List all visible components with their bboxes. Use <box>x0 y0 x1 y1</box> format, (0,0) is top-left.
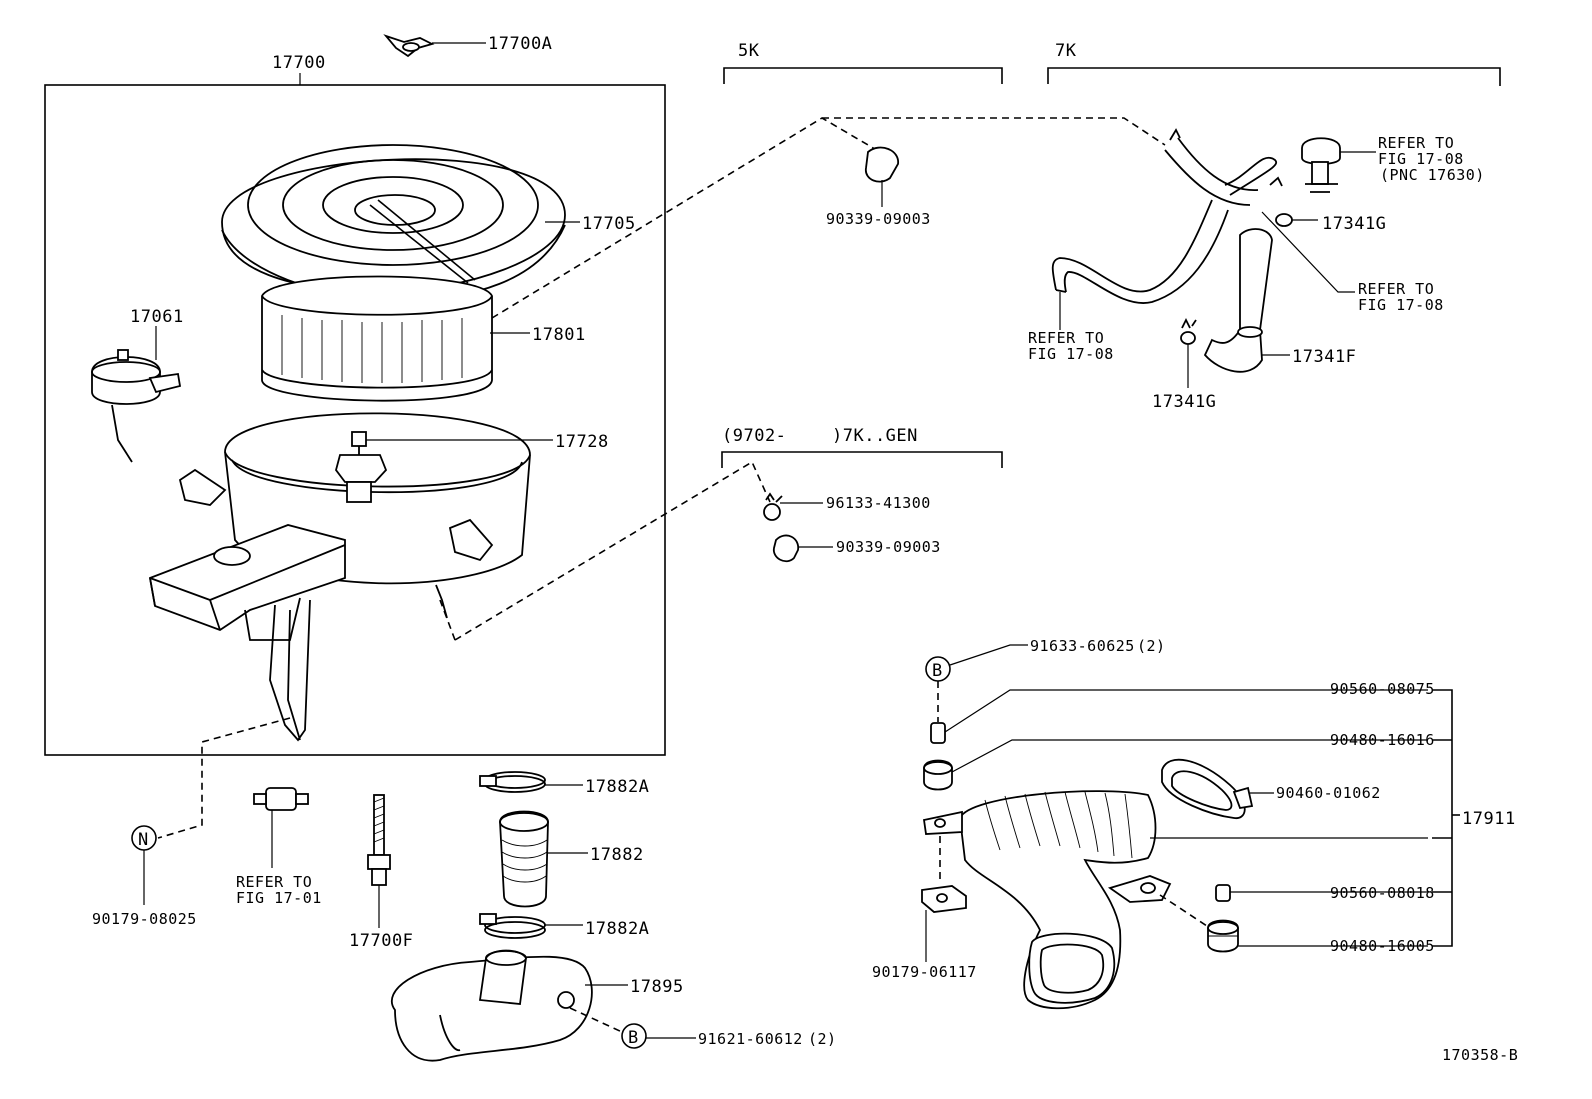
part-17882A-clamp-bottom <box>479 913 546 939</box>
part-90560-08075-collar <box>930 722 946 744</box>
label-96133-41300: 96133-41300 <box>826 494 931 512</box>
label-90560-08075: 90560-08075 <box>1330 680 1435 698</box>
label-90339-09003-mid: 90339-09003 <box>836 538 941 556</box>
label-90179-06117: 90179-06117 <box>872 963 977 981</box>
label-17700A: 17700A <box>488 34 552 54</box>
part-air-cleaner-case <box>148 412 531 742</box>
label-91621-60612-qty: (2) <box>808 1030 837 1048</box>
label-17341G-top: 17341G <box>1322 214 1386 234</box>
label-refer-0101-1: REFER TO <box>236 873 312 891</box>
part-17705-air-cleaner-cap <box>221 144 566 301</box>
part-pnc-17630-valve <box>1301 137 1341 193</box>
circle-B-lower <box>621 1023 647 1049</box>
part-17061-vacuum-motor <box>91 349 182 463</box>
label-17705: 17705 <box>582 214 636 234</box>
label-group-5K: 5K <box>738 41 760 61</box>
part-7K-vacuum-hoses <box>1051 128 1283 373</box>
label-17882A-top: 17882A <box>585 777 649 797</box>
label-17911: 17911 <box>1462 809 1516 829</box>
label-17341G-bottom: 17341G <box>1152 392 1216 412</box>
label-90339-09003-top: 90339-09003 <box>826 210 931 228</box>
label-circle-B-lower: B <box>628 1028 639 1048</box>
assembly-frame-17700 <box>44 84 666 756</box>
label-17700F: 17700F <box>349 931 413 951</box>
label-90460-01062: 90460-01062 <box>1276 784 1381 802</box>
figure-number: 170358-B <box>1442 1046 1518 1064</box>
part-90460-01062-gasket <box>1161 758 1254 819</box>
part-17700A-wing-nut <box>383 34 435 58</box>
label-refer-pnc-2: FIG 17-08 <box>1378 150 1464 168</box>
label-group-9702-a: (9702- <box>722 426 786 446</box>
label-refer-left-2: FIG 17-08 <box>1028 345 1114 363</box>
label-90480-16005: 90480-16005 <box>1330 937 1435 955</box>
label-group-9702-b: )7K..GEN <box>832 426 918 446</box>
part-refer-fig-17-01-fitting <box>253 787 309 811</box>
part-17882-hose <box>499 810 549 908</box>
part-90339-09003-cap-top <box>865 146 899 183</box>
part-90339-09003-cap-mid <box>773 534 799 563</box>
label-90560-08018: 90560-08018 <box>1330 884 1435 902</box>
part-17882A-clamp-top <box>479 771 546 793</box>
label-refer-pnc-1: REFER TO <box>1378 134 1454 152</box>
part-17895-resonator <box>390 949 593 1062</box>
label-refer-mid-2: FIG 17-08 <box>1358 296 1444 314</box>
part-90560-08018-collar <box>1215 884 1231 902</box>
label-refer-left-1: REFER TO <box>1028 329 1104 347</box>
label-17728: 17728 <box>555 432 609 452</box>
part-17728-valve <box>335 431 388 503</box>
label-17801: 17801 <box>532 325 586 345</box>
label-90179-08025: 90179-08025 <box>92 910 197 928</box>
label-17895: 17895 <box>630 977 684 997</box>
part-17700F-stud <box>367 794 391 886</box>
part-90480-16005-grommet <box>1207 919 1239 953</box>
label-refer-pnc-3: (PNC 17630) <box>1380 166 1485 184</box>
label-17700: 17700 <box>272 53 326 73</box>
label-17061: 17061 <box>130 307 184 327</box>
part-96133-41300-clip <box>763 492 783 521</box>
part-17341G-clip-top <box>1275 213 1293 227</box>
label-circle-N: N <box>138 830 149 850</box>
label-17882A-bottom: 17882A <box>585 919 649 939</box>
label-17341F: 17341F <box>1292 347 1356 367</box>
label-refer-mid-1: REFER TO <box>1358 280 1434 298</box>
label-17882: 17882 <box>590 845 644 865</box>
part-intake-duct <box>922 790 1172 1010</box>
part-90480-16016-grommet <box>923 759 953 791</box>
label-91633-60625: 91633-60625 <box>1030 637 1135 655</box>
part-90179-06117-nut <box>921 885 967 913</box>
label-refer-0101-2: FIG 17-01 <box>236 889 322 907</box>
label-group-7K: 7K <box>1055 41 1077 61</box>
label-91621-60612: 91621-60612 <box>698 1030 803 1048</box>
label-91633-60625-qty: (2) <box>1137 637 1166 655</box>
part-17341G-clip-bottom <box>1180 331 1196 345</box>
part-17801-filter-element <box>261 275 493 402</box>
label-90480-16016: 90480-16016 <box>1330 731 1435 749</box>
label-circle-B-upper: B <box>932 661 943 681</box>
